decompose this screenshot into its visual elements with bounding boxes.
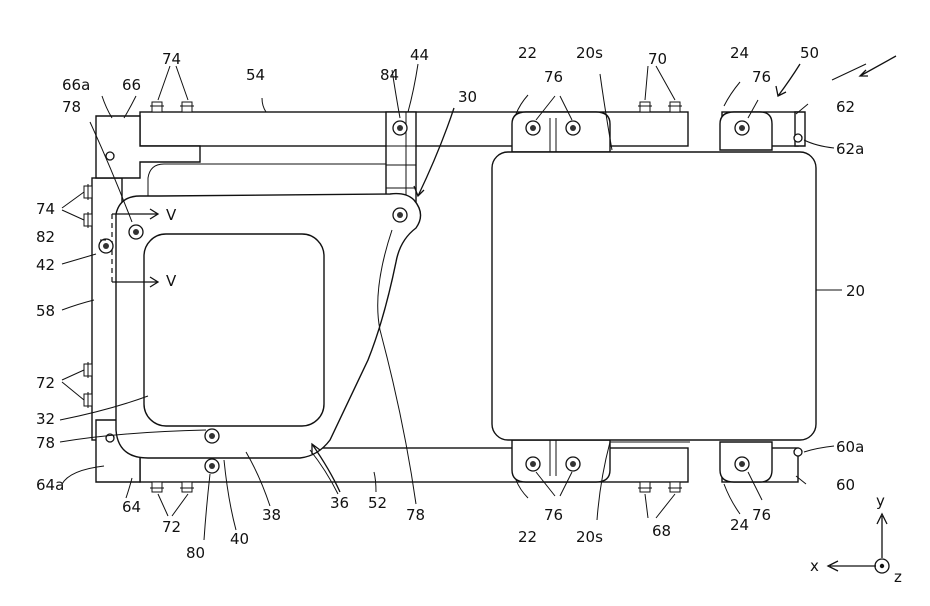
label-24-bot: 24 — [730, 516, 749, 534]
label-20s-top: 20s — [576, 44, 603, 62]
z-axis-dot — [880, 564, 884, 568]
beam-step — [600, 146, 690, 152]
label-78-tl: 78 — [62, 98, 81, 116]
bolt-22-bot-a — [526, 457, 540, 471]
bolt-80 — [205, 459, 219, 473]
label-22-top: 22 — [518, 44, 537, 62]
studs-72-left — [84, 362, 92, 408]
studs-72-bot — [150, 482, 194, 492]
label-44: 44 — [410, 46, 429, 64]
arrow-50 — [776, 64, 800, 96]
label-62a: 62a — [836, 140, 864, 158]
hole-60a — [794, 448, 802, 456]
label-64: 64 — [122, 498, 141, 516]
label-82: 82 — [36, 228, 55, 246]
label-54: 54 — [246, 66, 265, 84]
label-80: 80 — [186, 544, 205, 562]
label-84: 84 — [380, 66, 399, 84]
label-76-top-a: 76 — [544, 68, 563, 86]
label-76-bot-b: 76 — [752, 506, 771, 524]
label-22-bot: 22 — [518, 528, 537, 546]
bolt-42 — [99, 239, 113, 253]
label-66: 66 — [122, 76, 141, 94]
axis-label-y: y — [876, 492, 885, 510]
label-50: 50 — [800, 44, 819, 62]
arrow-10 — [860, 56, 896, 76]
bolt-22-bot-b — [566, 457, 580, 471]
label-42: 42 — [36, 256, 55, 274]
label-62: 62 — [836, 98, 855, 116]
label-58: 58 — [36, 302, 55, 320]
hole-66a — [106, 152, 114, 160]
bolt-78-bl — [205, 429, 219, 443]
label-20s-bot: 20s — [576, 528, 603, 546]
label-30: 30 — [458, 88, 477, 106]
label-38: 38 — [262, 506, 281, 524]
bolt-78-tl — [129, 225, 143, 239]
label-70: 70 — [648, 50, 667, 68]
bolt-24-bot — [735, 457, 749, 471]
studs-70 — [638, 102, 682, 112]
bolt-22-top-b — [566, 121, 580, 135]
studs-74-top — [150, 102, 194, 112]
studs-68 — [638, 482, 682, 492]
label-40: 40 — [230, 530, 249, 548]
label-24-top: 24 — [730, 44, 749, 62]
inner-frame — [148, 164, 388, 196]
bolt-84 — [393, 121, 407, 135]
bolt-22-top-a — [526, 121, 540, 135]
beam-step-bottom — [600, 442, 690, 448]
label-36: 36 — [330, 494, 349, 512]
label-72-bot: 72 — [162, 518, 181, 536]
window-32 — [144, 234, 324, 426]
label-78-bl: 78 — [36, 434, 55, 452]
label-72-left: 72 — [36, 374, 55, 392]
label-74-left: 74 — [36, 200, 55, 218]
axis-label-x: x — [810, 557, 819, 575]
label-76-top-b: 76 — [752, 68, 771, 86]
label-v-lower: V — [166, 272, 177, 290]
bolt-30-top — [393, 208, 407, 222]
label-60: 60 — [836, 476, 855, 494]
axis-indicator: y x z — [810, 492, 902, 586]
hole-62a — [794, 134, 802, 142]
label-60a: 60a — [836, 438, 864, 456]
label-32: 32 — [36, 410, 55, 428]
unit-20-body — [492, 152, 816, 440]
label-76-bot-a: 76 — [544, 506, 563, 524]
label-66a: 66a — [62, 76, 90, 94]
studs-74-left — [84, 184, 92, 228]
label-78-bot: 78 — [406, 506, 425, 524]
unit-20 — [492, 112, 816, 482]
bracket-30 — [116, 194, 421, 458]
label-68: 68 — [652, 522, 671, 540]
bolt-24-top — [735, 121, 749, 135]
label-64a: 64a — [36, 476, 64, 494]
label-52: 52 — [368, 494, 387, 512]
axis-label-z: z — [894, 568, 902, 586]
label-74-top: 74 — [162, 50, 181, 68]
label-v-upper: V — [166, 206, 177, 224]
label-20: 20 — [846, 282, 865, 300]
